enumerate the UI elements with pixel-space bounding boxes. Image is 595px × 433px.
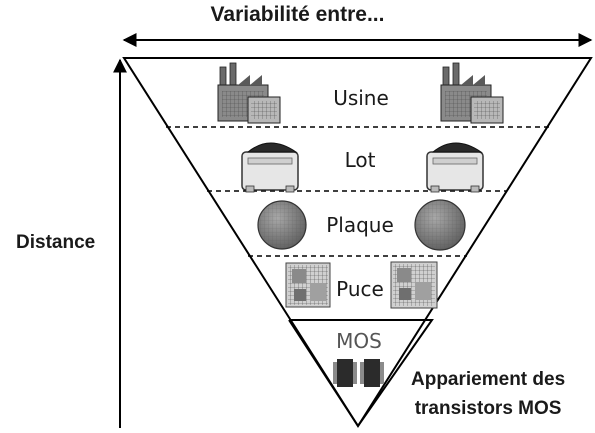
matching-note-line2: transistors MOS [414,398,562,419]
wafer-lot-box-icon [426,142,484,193]
distance-label: Distance [16,232,96,253]
chip-die-icon [285,262,331,308]
wafer-lot-box-icon [241,142,299,193]
factory-icon [217,62,281,124]
wafer-icon [415,200,465,250]
matching-note-line1: Appariement des [411,369,566,390]
inverted-triangle [122,57,593,428]
factory-icon [440,62,504,124]
level-label-usine: Usine [333,86,389,110]
matching-note: Appariement des transistors MOS [411,365,565,423]
level-label-lot: Lot [344,148,376,172]
level-label-plaque: Plaque [326,213,394,237]
mos-transistor-pair-icon [333,359,384,387]
mos-region-border [288,319,434,428]
level-label-mos: MOS [336,329,382,353]
level-label-puce: Puce [336,277,384,301]
diagram-title: Variabilité entre... [210,3,385,26]
wafer-icon [259,201,307,249]
chip-die-icon [390,261,438,309]
